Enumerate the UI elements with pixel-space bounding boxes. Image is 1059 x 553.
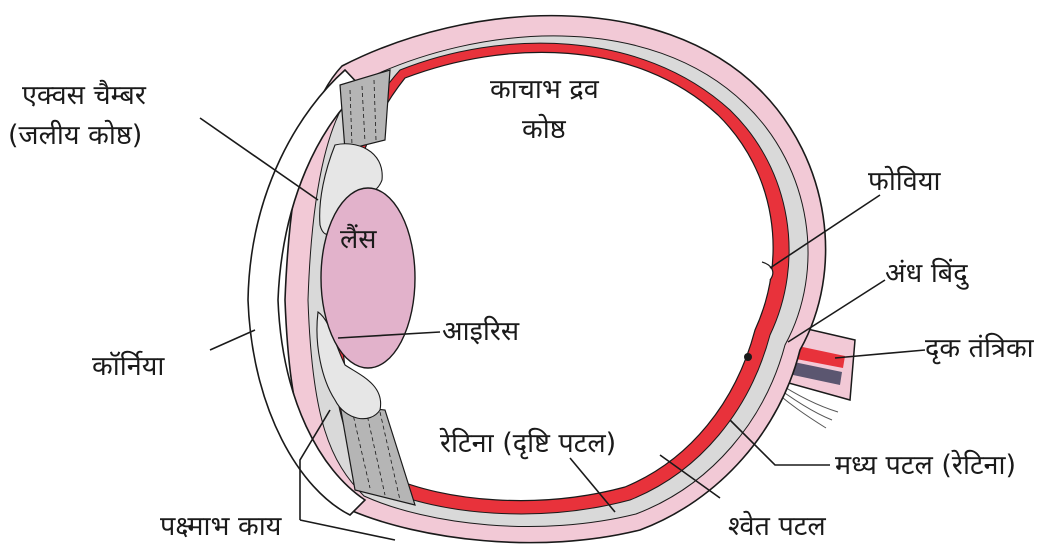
label-iris: आइरिस [442,315,520,347]
label-fovea: फोविया [868,165,941,197]
label-sclera: श्वेत पटल [728,510,826,542]
lens [321,188,415,368]
label-retina: रेटिना (दृष्टि पटल) [439,427,616,460]
label-choroid: मध्य पटल (रेटिना) [835,449,1016,481]
label-aqueous-chamber-1: एक्वस चैम्बर [22,79,147,111]
label-ciliary-body: पक्ष्माभ काय [160,511,283,542]
label-optic-nerve: दृक तंत्रिका [925,332,1035,365]
blind-spot-point [744,353,752,361]
label-cornea: कॉर्निया [92,350,165,382]
label-lens: लैंस [340,223,377,255]
label-aqueous-chamber-2: (जलीय कोष्ठ) [8,119,142,151]
label-vitreous-2: कोष्ठ [522,113,567,145]
label-vitreous-1: काचाभ द्रव [490,74,600,105]
label-blind-spot: अंध बिंदु [885,257,969,290]
